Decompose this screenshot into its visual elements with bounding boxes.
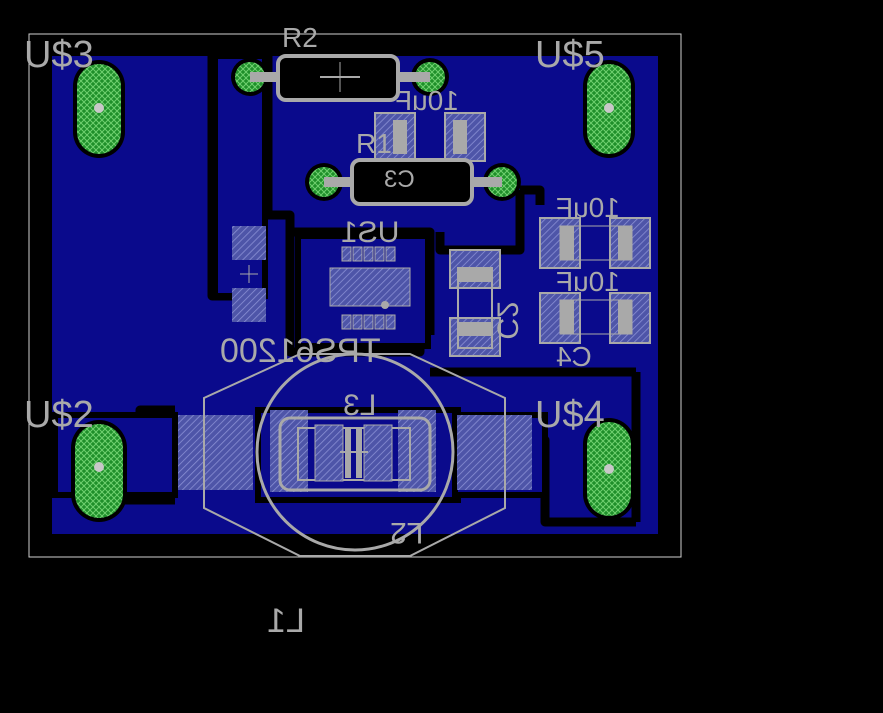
label-l1: L1 (267, 602, 305, 640)
label-value-right-bottom: 10uF (556, 266, 620, 297)
inductor-l3 (278, 416, 432, 492)
inductor-l2 (178, 352, 532, 557)
resistor-small-left (232, 226, 266, 322)
label-l3: L3 (343, 389, 376, 422)
label-value-top: 10uF (395, 85, 459, 116)
label-us1: US1 (341, 216, 399, 249)
label-value-right-top: 10uF (556, 192, 620, 223)
capacitor-c2 (449, 249, 501, 357)
label-u3: U$3 (24, 34, 94, 76)
label-l2: L2 (390, 516, 423, 549)
label-c2: C2 (491, 301, 524, 339)
resistor-r2 (231, 54, 449, 102)
label-u4: U$4 (535, 394, 605, 436)
resistor-r1 (305, 158, 521, 206)
mounting-hole-u2 (71, 420, 127, 522)
mounting-hole-u5 (583, 60, 635, 158)
label-u2: U$2 (24, 394, 94, 436)
capacitor-top (374, 112, 486, 162)
label-ic-part: TPS61200 (220, 332, 381, 370)
ic-us1 (329, 246, 411, 330)
label-c3: C3 (384, 166, 415, 193)
mounting-hole-u4 (583, 418, 635, 520)
mounting-hole-u3 (73, 60, 125, 158)
label-r2: R2 (282, 22, 318, 53)
label-c4: C4 (556, 341, 592, 372)
capacitor-c4 (539, 292, 651, 344)
capacitor-right-top (539, 217, 651, 269)
label-r1: R1 (356, 128, 392, 159)
label-u5: U$5 (535, 34, 605, 76)
